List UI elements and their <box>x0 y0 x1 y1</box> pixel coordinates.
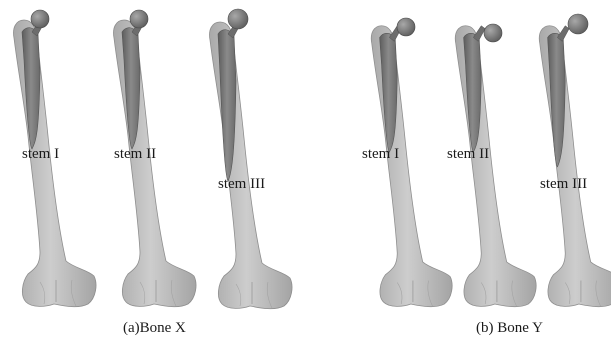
femur-x-stem-1 <box>13 20 96 307</box>
stem-label-a1: stem I <box>22 146 59 163</box>
femur-y-stem-3 <box>539 26 611 307</box>
femoral-head-ball <box>568 14 588 34</box>
caption-bone-x: (a)Bone X <box>123 320 186 337</box>
femur-x-stem-2 <box>113 20 196 307</box>
stem-label-b1: stem I <box>362 146 399 163</box>
stem-label-a2: stem II <box>114 146 156 163</box>
femoral-head-ball <box>130 10 148 28</box>
femur-y-stem-1 <box>371 26 452 307</box>
femur-x-stem-3 <box>209 22 292 309</box>
stem-label-a3: stem III <box>218 176 265 193</box>
femur-y-stem-2 <box>455 26 536 307</box>
stem-label-b3: stem III <box>540 176 587 193</box>
femoral-head-ball <box>228 9 248 29</box>
stem-label-b2: stem II <box>447 146 489 163</box>
femoral-head-ball <box>484 24 502 42</box>
caption-bone-y: (b) Bone Y <box>476 320 543 337</box>
femoral-head-ball <box>31 10 49 28</box>
femoral-head-ball <box>397 18 415 36</box>
